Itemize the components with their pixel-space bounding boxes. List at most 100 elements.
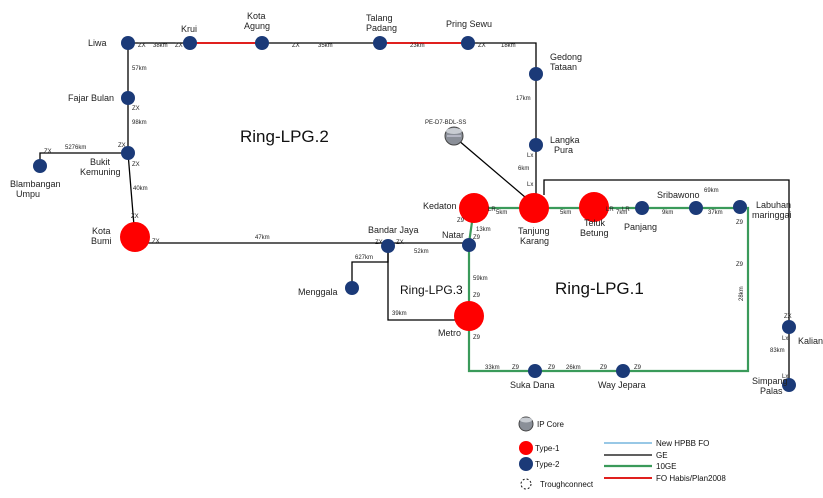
port-label: LR bbox=[606, 207, 614, 213]
port-label: Z9 bbox=[600, 365, 608, 371]
port-label: ZX bbox=[152, 239, 160, 245]
node-labuhan-maringgai[interactable] bbox=[733, 200, 747, 214]
label-panjang: Panjang bbox=[624, 222, 657, 232]
link-suka-metro bbox=[467, 318, 535, 373]
legend-hpbb-label: New HPBB FO bbox=[656, 439, 709, 448]
dist-panjang-sri: 9km bbox=[662, 210, 673, 216]
node-natar[interactable] bbox=[462, 238, 476, 252]
link-pring-gedong bbox=[468, 42, 537, 74]
node-teluk-betung[interactable] bbox=[579, 192, 609, 222]
port-label: Z9 bbox=[736, 262, 744, 268]
legend-type1-label: Type-1 bbox=[535, 444, 560, 453]
ring-lpg1-label: Ring-LPG.1 bbox=[555, 279, 644, 298]
label-fajar-bulan: Fajar Bulan bbox=[68, 93, 114, 103]
link-bandar-metro bbox=[387, 243, 469, 321]
dist-bukit-blambangan: 5276km bbox=[65, 145, 86, 151]
node-suka-dana[interactable] bbox=[528, 364, 542, 378]
node-simpang-palas[interactable] bbox=[782, 378, 796, 392]
dist-liwa-krui: 38km bbox=[153, 43, 168, 49]
dist-sri-top: 69km bbox=[704, 188, 719, 194]
node-kedaton[interactable] bbox=[459, 193, 489, 223]
dist-tk-teluk: 5km bbox=[560, 210, 571, 216]
node-kota-agung[interactable] bbox=[255, 36, 269, 50]
node-talang-padang[interactable] bbox=[373, 36, 387, 50]
node-panjang[interactable] bbox=[635, 201, 649, 215]
node-tanjung-karang[interactable] bbox=[519, 193, 549, 223]
port-label: Z9 bbox=[457, 218, 465, 224]
node-fajar-bulan[interactable] bbox=[121, 91, 135, 105]
legend-type2-icon bbox=[519, 457, 533, 471]
legend-trough-icon bbox=[520, 478, 532, 490]
ip-core-node[interactable] bbox=[444, 126, 464, 146]
dist-tk-kedaton: 5km bbox=[496, 210, 507, 216]
port-label: Z9 bbox=[736, 220, 744, 226]
ip-core-label: PE-D7-BDL-SS bbox=[425, 120, 466, 126]
port-label: ZX bbox=[396, 240, 404, 246]
node-langka-pura[interactable] bbox=[529, 138, 543, 152]
dist-liwa-fajar: 57km bbox=[132, 66, 147, 72]
node-liwa[interactable] bbox=[121, 36, 135, 50]
port-label: ZX bbox=[132, 162, 140, 168]
port-label: ZX bbox=[132, 106, 140, 112]
node-bandar-jaya[interactable] bbox=[381, 239, 395, 253]
ring-lpg2-label: Ring-LPG.2 bbox=[240, 127, 329, 146]
port-label: ZX bbox=[478, 43, 486, 49]
node-sribawono[interactable] bbox=[689, 201, 703, 215]
legend: IP Core Type-1 Type-2 Troughconnect New … bbox=[518, 416, 726, 490]
port-label: ZX bbox=[44, 149, 52, 155]
port-label: Z9 bbox=[473, 235, 481, 241]
label-kalianda: Kalianda bbox=[798, 336, 823, 346]
legend-ge-label: GE bbox=[656, 451, 668, 460]
label-menggala: Menggala bbox=[298, 287, 338, 297]
node-menggala[interactable] bbox=[345, 281, 359, 295]
port-label: ZX bbox=[784, 314, 792, 320]
label-bandar-jaya: Bandar Jaya bbox=[368, 225, 419, 235]
node-metro[interactable] bbox=[454, 301, 484, 331]
dist-sri-labuhan: 37km bbox=[708, 210, 723, 216]
link-bukit-blambangan bbox=[39, 152, 128, 166]
legend-ip-core-icon bbox=[518, 416, 534, 432]
dist-natar-metro: 59km bbox=[473, 276, 488, 282]
label-suka-dana: Suka Dana bbox=[510, 380, 555, 390]
dist-langka-tk: 6km bbox=[518, 166, 529, 172]
node-blambangan-umpu[interactable] bbox=[33, 159, 47, 173]
node-kalianda[interactable] bbox=[782, 320, 796, 334]
node-bukit-kemuning[interactable] bbox=[121, 146, 135, 160]
port-label: ZX bbox=[292, 43, 300, 49]
label-krui: Krui bbox=[181, 24, 197, 34]
port-label: Z9 bbox=[473, 335, 481, 341]
port-label: ZX bbox=[138, 43, 146, 49]
legend-type1-icon bbox=[519, 441, 533, 455]
node-gedong-tataan[interactable] bbox=[529, 67, 543, 81]
ring-lpg3-label: Ring-LPG.3 bbox=[400, 283, 463, 297]
node-pring-sewu[interactable] bbox=[461, 36, 475, 50]
port-label: Z9 bbox=[634, 365, 642, 371]
node-krui[interactable] bbox=[183, 36, 197, 50]
label-sribawono: Sribawono bbox=[657, 190, 700, 200]
port-label: LR bbox=[622, 207, 630, 213]
dist-agung-talang: 35km bbox=[318, 43, 333, 49]
dist-kalianda-simpang: 83km bbox=[770, 348, 785, 354]
port-label: Lx bbox=[782, 374, 788, 380]
node-kota-bumi[interactable] bbox=[120, 222, 150, 252]
port-label: Lx bbox=[527, 182, 533, 188]
port-label: ZX bbox=[375, 240, 383, 246]
label-pring-sewu: Pring Sewu bbox=[446, 19, 492, 29]
legend-ip-core-label: IP Core bbox=[537, 420, 565, 429]
legend-10ge-label: 10GE bbox=[656, 462, 676, 471]
port-label: Z9 bbox=[473, 293, 481, 299]
node-way-jepara[interactable] bbox=[616, 364, 630, 378]
label-way-jepara: Way Jepara bbox=[598, 380, 646, 390]
dist-gedong-langka: 17km bbox=[516, 96, 531, 102]
dist-bandar-metro: 39km bbox=[392, 311, 407, 317]
port-label: Lx bbox=[527, 153, 533, 159]
port-label: Lx bbox=[782, 336, 788, 342]
